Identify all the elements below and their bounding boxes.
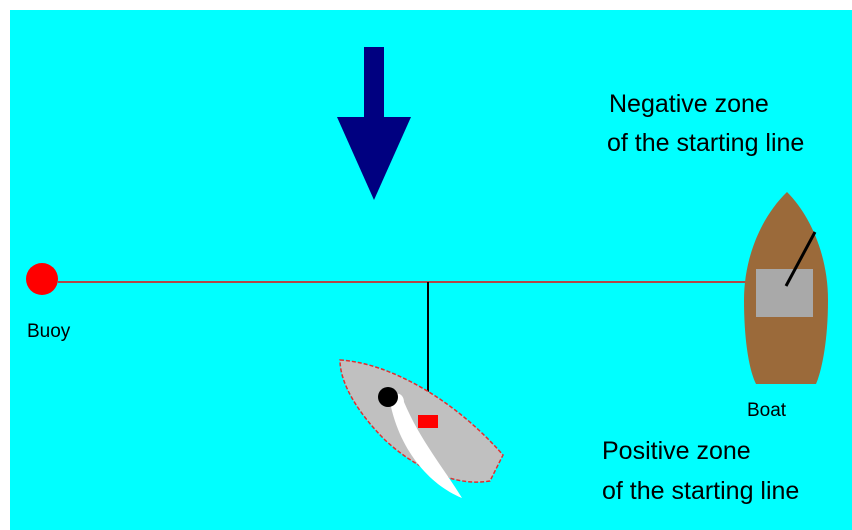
sailboat-mast: [378, 387, 398, 407]
boat-label: Boat: [747, 400, 787, 421]
wind-arrow-shaft: [364, 47, 384, 119]
wind-direction-arrow-icon: [337, 47, 411, 200]
negative-zone-label-line2: of the starting line: [607, 129, 804, 157]
buoy-label: Buoy: [27, 321, 71, 342]
buoy-icon: [26, 263, 58, 295]
committee-boat-cabin: [756, 269, 813, 317]
committee-boat-flagpole: [784, 231, 817, 287]
wind-arrow-head: [337, 117, 411, 200]
position-marker: [418, 415, 438, 428]
negative-zone-label-line1: Negative zone: [609, 90, 769, 118]
sailboat-sail: [389, 393, 462, 498]
positive-zone-label-line1: Positive zone: [602, 437, 751, 465]
positive-zone-label-line2: of the starting line: [602, 477, 799, 505]
committee-boat-icon: [744, 192, 828, 384]
